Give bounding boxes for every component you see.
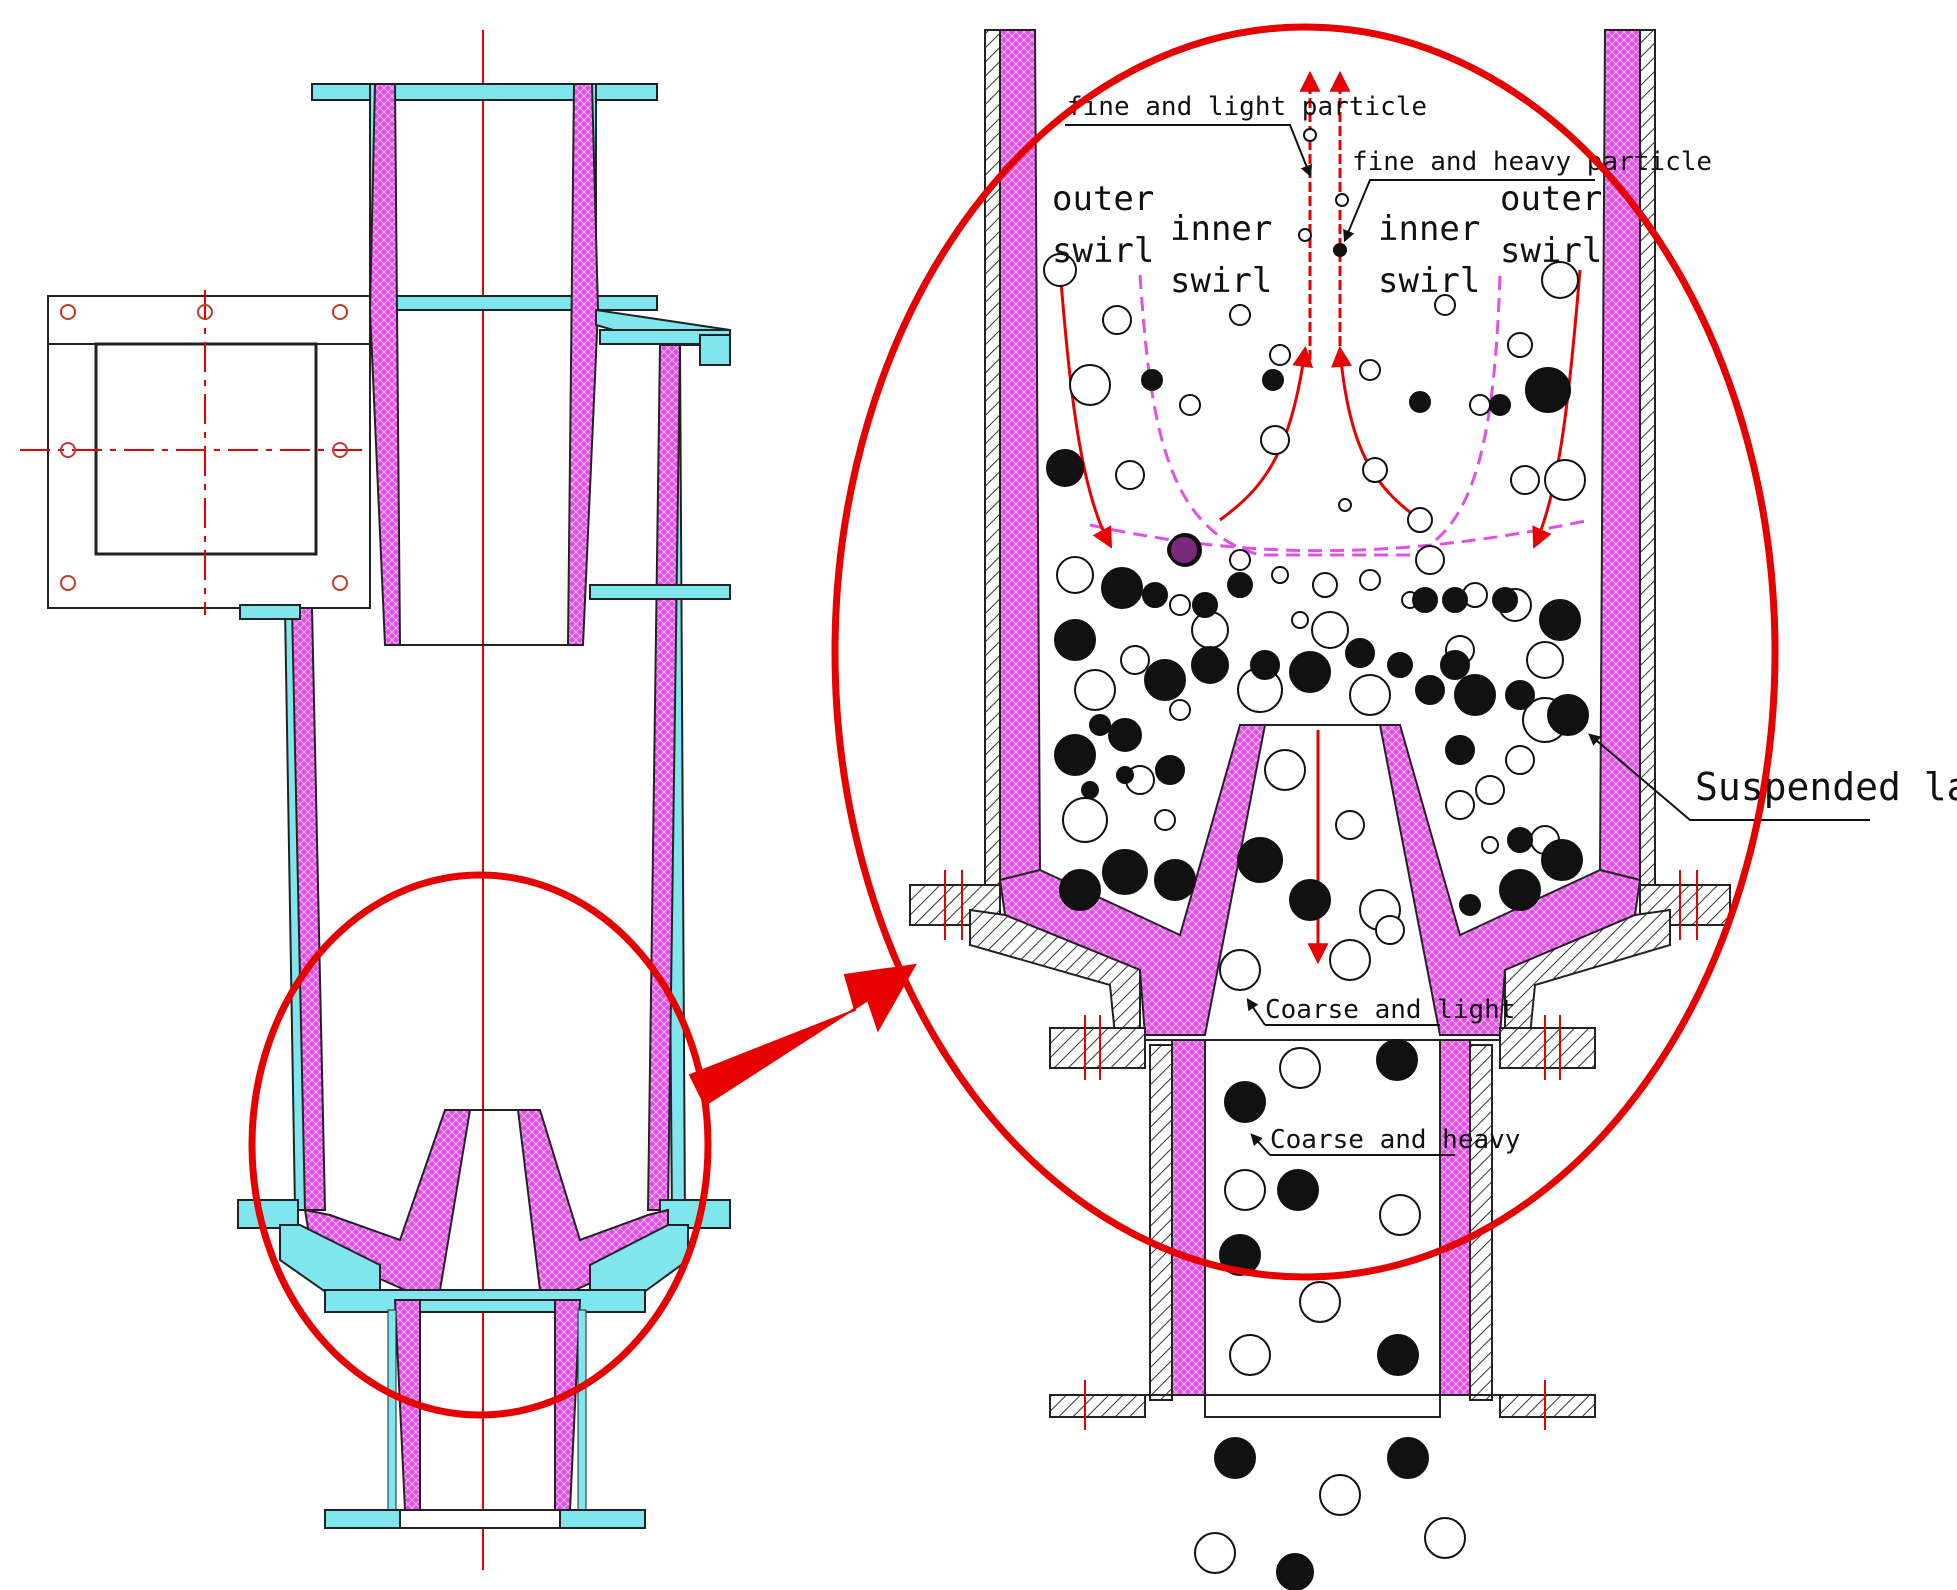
label-outer-swirl-right: outer xyxy=(1500,179,1602,219)
label-inner-swirl-right: inner xyxy=(1378,209,1480,249)
label-coarse-light: Coarse and light xyxy=(1265,995,1515,1025)
overflow-flange-top xyxy=(311,83,658,101)
label-outer-swirl-left: outer xyxy=(1052,179,1154,219)
inlet-bolts xyxy=(60,304,348,591)
light-particles xyxy=(1043,128,1586,1574)
label-fine-heavy: fine and heavy particle xyxy=(1352,147,1712,177)
overall-cyclone-drawing xyxy=(20,30,731,1570)
enlarged-flanges xyxy=(909,884,1731,1418)
zoom-arrow xyxy=(688,963,917,1107)
label-inner-swirl-left-2: swirl xyxy=(1170,261,1272,301)
vortex-finder-liner xyxy=(368,83,402,646)
cyclone-body-liner xyxy=(290,607,327,1211)
enlarged-view: fine and light particle fine and heavy p… xyxy=(831,23,1957,1590)
label-coarse-heavy: Coarse and heavy xyxy=(1270,1125,1520,1155)
spigot-liner-right xyxy=(1439,1039,1471,1396)
outer-wall-left xyxy=(984,29,1001,911)
focus-ellipse-large xyxy=(831,23,1779,1281)
label-outer-swirl-right-2: swirl xyxy=(1500,231,1602,271)
spigot-liner-left xyxy=(1171,1039,1206,1396)
label-inner-swirl-left: inner xyxy=(1170,209,1272,249)
label-suspended-layer: Suspended layer xyxy=(1695,765,1957,809)
inner-swirl-boundary xyxy=(1138,274,1502,557)
heavy-particles xyxy=(1046,243,1589,1590)
label-inner-swirl-right-2: swirl xyxy=(1378,261,1480,301)
label-fine-light: fine and light particle xyxy=(1067,92,1427,122)
leader-lines xyxy=(1065,124,1870,1156)
label-outer-swirl-left-2: swirl xyxy=(1052,231,1154,271)
focus-ellipse-small xyxy=(248,871,712,1419)
body-flanges xyxy=(237,329,731,1229)
